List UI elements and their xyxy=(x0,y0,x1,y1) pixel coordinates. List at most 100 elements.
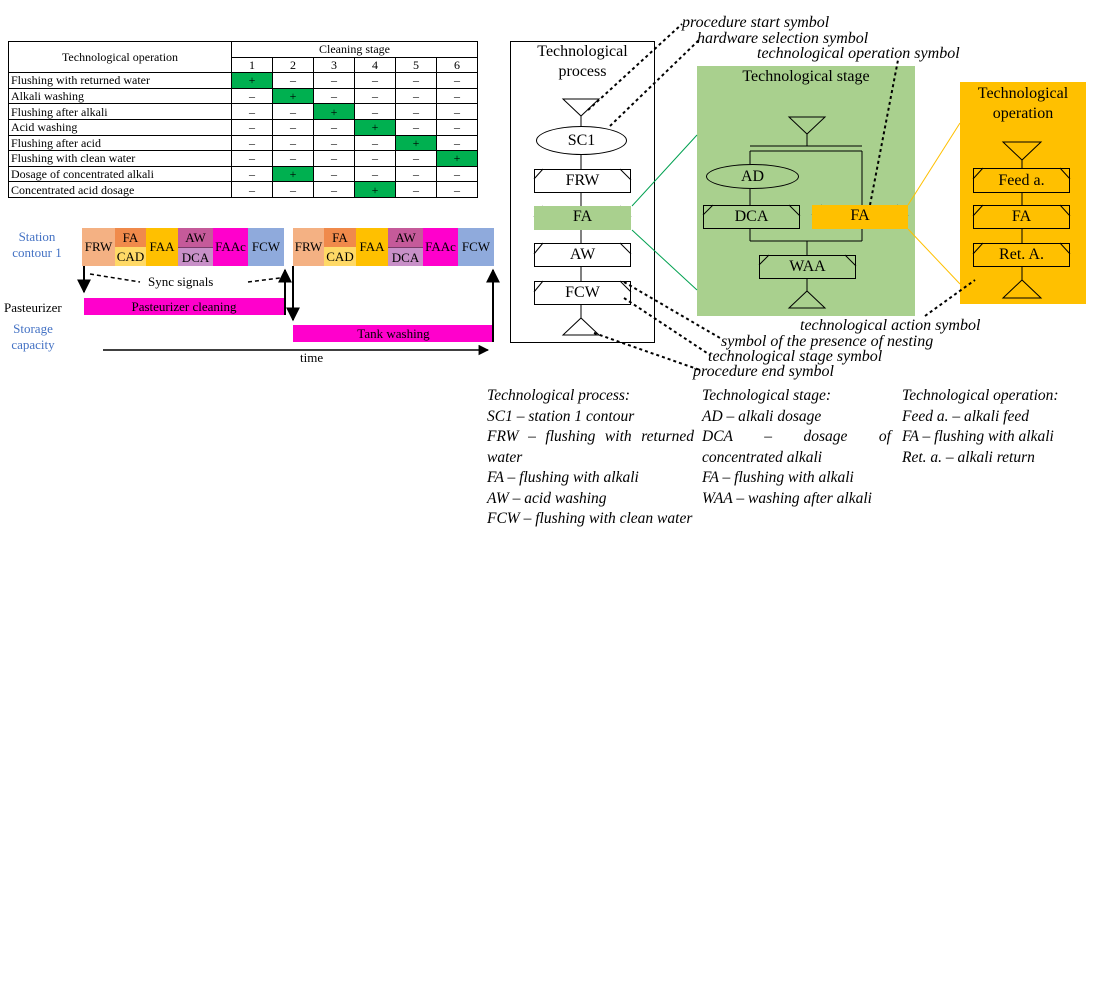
fa-box: FA xyxy=(534,206,631,230)
pasteurizer-label: Pasteurizer xyxy=(4,300,62,315)
table-row: Acid washing–––+–– xyxy=(8,119,478,136)
operation-panel xyxy=(960,82,1086,304)
segment-frw-2: FRW xyxy=(293,228,324,266)
segment-faa-2: FAA xyxy=(356,228,388,266)
annotation-operation-symbol: technological operation symbol xyxy=(757,45,960,62)
operation-title: Technological operation xyxy=(977,85,1069,122)
ad-symbol: AD xyxy=(706,164,799,189)
column-header-operation: Technological operation xyxy=(8,40,232,74)
stage-cell: + xyxy=(395,135,437,152)
legend-operation-title: Technological operation: xyxy=(902,387,1059,404)
column-header-cleaning-stage: Cleaning stage xyxy=(231,41,478,58)
table-row: Concentrated acid dosage–––+–– xyxy=(8,181,478,198)
legend-process-title: Technological process: xyxy=(487,387,631,404)
stage-cell: – xyxy=(436,88,478,105)
legend-process-line: FCW – flushing with clean water xyxy=(487,510,693,527)
table-row: Flushing with returned water+––––– xyxy=(8,72,478,89)
stage-cell: – xyxy=(436,119,478,136)
stage-cell: – xyxy=(436,135,478,152)
stage-cell: – xyxy=(436,72,478,89)
fcw-box: FCW xyxy=(534,281,631,305)
storage-capacity-label: Storage capacity xyxy=(11,321,55,352)
stage-panel xyxy=(697,66,915,316)
operation-name: Acid washing xyxy=(8,119,232,136)
operation-name: Flushing after alkali xyxy=(8,103,232,120)
ret-box: Ret. A. xyxy=(973,243,1070,267)
operation-name: Dosage of concentrated alkali xyxy=(8,166,232,183)
operation-name: Alkali washing xyxy=(8,88,232,105)
annotation-stage-symbol: technological stage symbol xyxy=(708,348,883,365)
legend-operation-line: Ret. a. – alkali return xyxy=(902,448,1035,466)
segment-faa: FAA xyxy=(146,228,178,266)
operation-name: Flushing after acid xyxy=(8,135,232,152)
pasteurizer-cleaning-bar: Pasteurizer cleaning xyxy=(84,298,284,315)
operation-name: Flushing with returned water xyxy=(8,72,232,89)
tank-washing-bar: Tank washing xyxy=(293,325,494,342)
legend-stage-line: FA – flushing with alkali xyxy=(702,469,854,486)
waa-box: WAA xyxy=(759,255,856,279)
flowchart-lines xyxy=(533,23,1071,371)
sync-signals-label: Sync signals xyxy=(148,274,214,289)
annotation-start: procedure start symbol xyxy=(682,14,830,31)
stage-cell: + xyxy=(354,181,396,198)
legend-operation-line: FA – flushing with alkali xyxy=(902,428,1054,445)
stage-cell: – xyxy=(436,166,478,183)
table-row: Alkali washing–+–––– xyxy=(8,88,478,105)
operation-name: Concentrated acid dosage xyxy=(8,181,232,198)
stage-cell: + xyxy=(354,119,396,136)
legend-stage-line: WAA – washing after alkali xyxy=(702,489,872,507)
time-label: time xyxy=(300,350,324,365)
legend-stage-title: Technological stage: xyxy=(702,387,832,404)
stage-cell: + xyxy=(231,72,273,89)
timeline-arrows xyxy=(77,266,500,356)
table-row: Flushing with clean water–––––+ xyxy=(8,150,478,167)
segment-fa: FA xyxy=(115,228,146,247)
segment-dca: DCA xyxy=(178,247,213,266)
legend-process-line: FRW – flushing with returned water xyxy=(487,428,694,466)
annotation-end: procedure end symbol xyxy=(693,363,834,380)
annotation-action: technological action symbol xyxy=(800,317,981,334)
frw-box: FRW xyxy=(534,169,631,193)
segment-fcw: FCW xyxy=(248,228,284,266)
table-row: Flushing after acid––––+– xyxy=(8,135,478,152)
segment-aw: AW xyxy=(178,228,213,247)
segment-dca-2: DCA xyxy=(388,247,423,266)
station-contour-label: Station contour 1 xyxy=(12,229,62,260)
legend-operation-line: Feed a. – alkali feed xyxy=(902,407,1029,425)
process-title: Technological process xyxy=(537,43,628,80)
legend-operation: Technological operation: Feed a. – alkal… xyxy=(902,386,1098,468)
dca-box: DCA xyxy=(703,205,800,229)
legend-process-line: AW – acid washing xyxy=(487,489,607,507)
stage-cell: + xyxy=(272,88,314,105)
segment-faac: FAAc xyxy=(213,228,248,266)
table-row: Dosage of concentrated alkali–+–––– xyxy=(8,166,478,183)
feed-box: Feed a. xyxy=(973,168,1070,193)
segment-aw-2: AW xyxy=(388,228,423,247)
table-row: Flushing after alkali––+––– xyxy=(8,103,478,120)
sc1-symbol: SC1 xyxy=(536,126,627,155)
segment-cad: CAD xyxy=(115,247,146,266)
stage-cell: + xyxy=(313,103,355,120)
legend-process: Technological process: SC1 – station 1 c… xyxy=(487,386,694,530)
stage-cell: + xyxy=(272,166,314,183)
legend-stage-line: AD – alkali dosage xyxy=(702,407,822,425)
segment-fa-2: FA xyxy=(324,228,356,247)
stage-number: 6 xyxy=(436,57,478,74)
segment-fcw-2: FCW xyxy=(458,228,494,266)
annotation-hardware: hardware selection symbol xyxy=(697,30,869,47)
segment-frw: FRW xyxy=(82,228,115,266)
legend-process-line: SC1 – station 1 contour xyxy=(487,407,635,425)
operation-name: Flushing with clean water xyxy=(8,150,232,167)
operation-fa-box: FA xyxy=(973,205,1070,229)
legend-process-line: FA – flushing with alkali xyxy=(487,469,639,486)
stage-cell: + xyxy=(436,150,478,167)
annotation-nesting: symbol of the presence of nesting xyxy=(721,333,934,350)
legend-stage: Technological stage: AD – alkali dosage … xyxy=(702,386,891,509)
stage-cell: – xyxy=(436,181,478,198)
aw-box: AW xyxy=(534,243,631,267)
stage-fa-box: FA xyxy=(812,205,908,229)
segment-cad-2: CAD xyxy=(324,247,356,266)
segment-faac-2: FAAc xyxy=(423,228,458,266)
stage-title: Technological stage xyxy=(742,68,870,85)
